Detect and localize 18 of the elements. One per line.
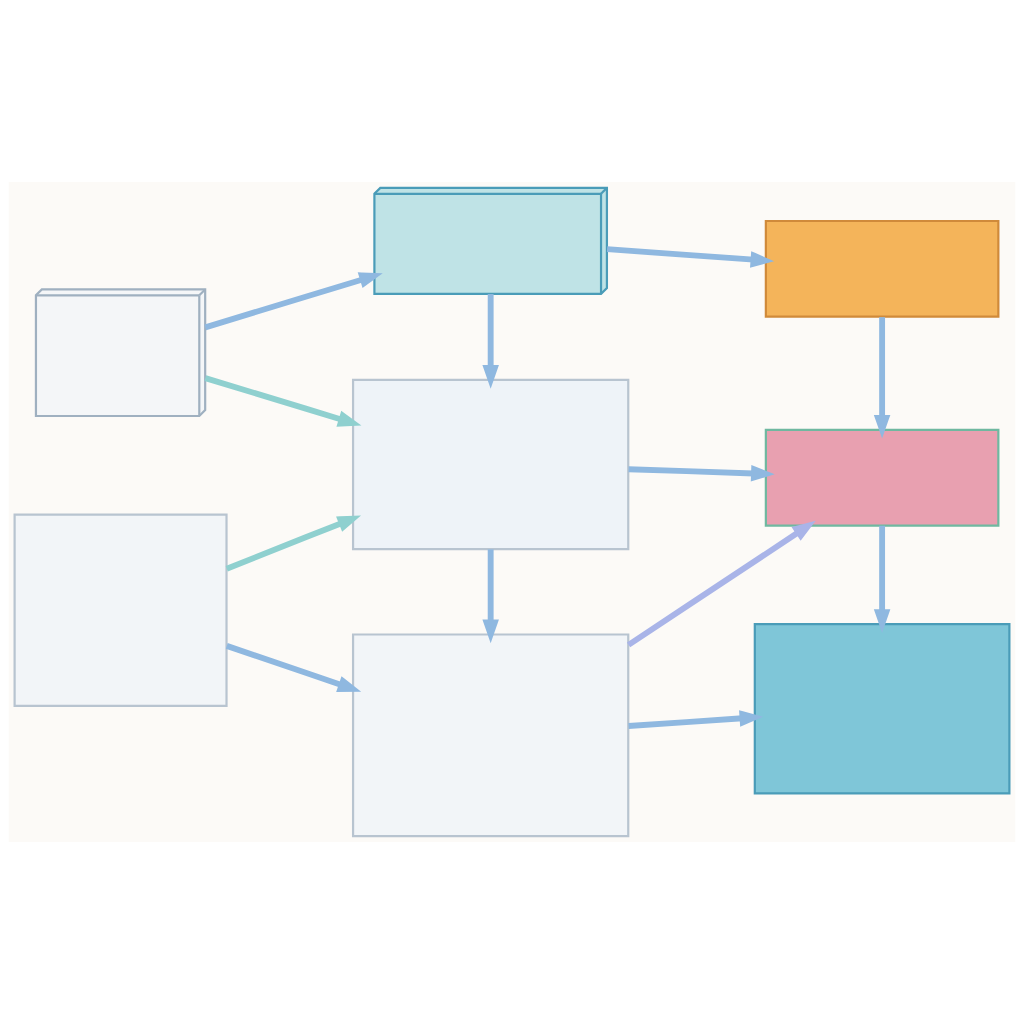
arrow [606,246,775,268]
arrow [204,272,383,331]
arrow [482,294,499,389]
node-ellipse [764,428,1000,527]
arrow [628,465,775,482]
arrow [626,520,816,648]
node-box [351,633,630,838]
arrow [873,525,891,633]
arrow [482,549,499,644]
arrow [225,515,362,572]
node-box [351,378,630,551]
node-box [13,513,228,707]
node-bar [753,623,1011,795]
arrow [628,710,764,729]
arrow [225,643,362,692]
arrow [204,375,362,427]
arrow [873,317,891,439]
node-bar [764,219,1000,318]
